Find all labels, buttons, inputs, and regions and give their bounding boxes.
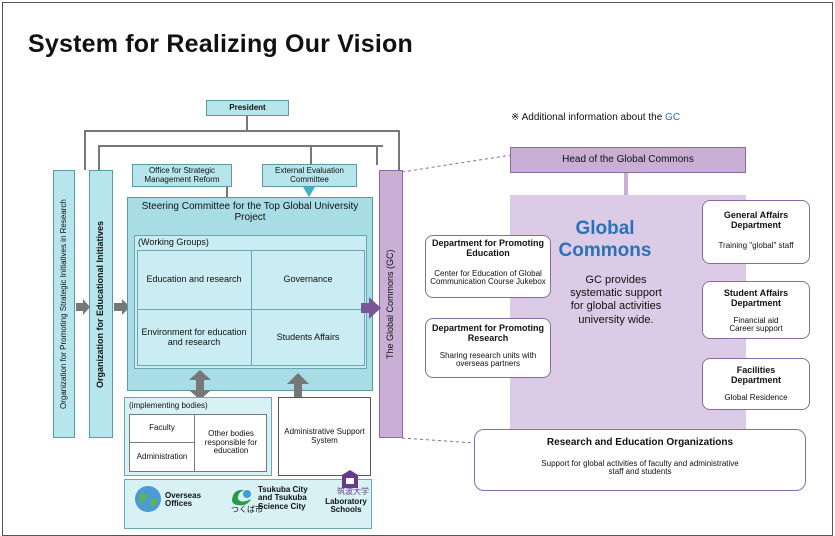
connector-line [98,145,100,170]
global-commons-vertical-label: The Global Commons (GC) [385,249,396,359]
connector-line [84,130,399,132]
grid-divider [251,250,252,366]
arrow-right-icon [361,297,381,319]
admin-support-system: Administrative Support System [278,397,371,476]
connector-line [310,145,312,165]
facilities-dept [702,358,810,410]
dept-research-desc: Sharing research units with overseas par… [439,350,537,368]
office-strategic-management: Office for Strategic Management Reform [132,164,232,187]
general-affairs-dept [702,200,810,264]
facilities-desc: Global Residence [724,392,788,402]
arrow-right-icon [76,299,90,315]
external-evaluation-committee: External Evaluation Committee [262,164,357,187]
research-orgs-title: Research and Education Organizations [546,437,734,449]
wg-cell-environment: Environment for education and research [141,326,247,347]
wg-cell-education-research: Education and research [146,274,242,285]
org-educational-initiatives: Organization for Educational Initiatives [89,170,113,438]
general-affairs-title: General Affairs Department [723,210,789,230]
administration-cell: Administration [136,451,188,461]
overseas-offices-label: Overseas Offices [165,491,202,509]
university-crest-icon [342,470,358,488]
dept-promoting-research [425,318,551,378]
connector-vertical [624,173,628,195]
working-groups-box [134,235,367,369]
dept-education-desc: Center for Education of Global Communica… [430,268,546,286]
table-divider [194,414,195,472]
grid-divider [137,309,365,310]
president-box: President [206,100,289,116]
gc-note: ※ Additional information about the GC [511,112,680,123]
gc-title-line1: Global [575,218,635,239]
faculty-cell: Faculty [149,423,175,433]
research-orgs-desc: Support for global activities of faculty… [541,458,739,476]
globe-icon [135,486,161,512]
connector-line [398,130,400,170]
student-affairs-title: Student Affairs Department [723,288,789,308]
affiliates-box [124,479,372,529]
double-arrow-icon [189,370,211,400]
gc-note-prefix: ※ Additional information about the [511,112,666,123]
implementing-bodies-label: (implementing bodies) [129,401,208,410]
facilities-title: Facilities Department [730,365,781,385]
connector-line [246,114,248,132]
general-affairs-desc: Training "global" staff [718,240,794,250]
student-affairs-dept [702,281,810,339]
head-global-commons: Head of the Global Commons [510,147,746,173]
working-groups-label: (Working Groups) [138,237,209,247]
connector-line [98,145,383,147]
laboratory-schools-label: Laboratory Schools [325,497,367,515]
university-logo-text: 筑波大学 [337,487,369,496]
connector-line [226,186,228,198]
table-divider [129,442,195,443]
org-strategic-label: Organization for Promoting Strategic Ini… [58,199,68,409]
dept-promoting-education [425,235,551,298]
wg-cell-governance: Governance [283,274,333,285]
tsukuba-city-logo-text: つくば市 [231,505,263,514]
other-bodies-cell: Other bodies responsible for education [204,429,258,456]
tsukuba-city-label: Tsukuba City and Tsukuba Science City [258,485,308,511]
arrow-down-icon [303,187,315,197]
dept-education-title: Department for Promoting Education [431,238,544,258]
gc-description: GC provides systematic support for globa… [570,274,662,326]
tsukuba-city-logo-icon [232,489,251,506]
arrow-right-icon [114,299,130,315]
steering-committee-title: Steering Committee for the Top Global Un… [141,200,359,223]
org-educational-label: Organization for Educational Initiatives [95,220,106,388]
connector-line [376,145,378,165]
gc-note-highlight: GC [665,112,681,123]
gc-title-line2: Commons [558,240,652,261]
arrow-up-icon [287,373,309,397]
projection-lines [401,153,519,447]
org-strategic-research: Organization for Promoting Strategic Ini… [53,170,75,438]
connector-line [84,130,86,170]
wg-cell-students-affairs: Students Affairs [276,331,340,342]
student-affairs-desc: Financial aid Career support [729,315,783,333]
research-education-orgs [474,429,806,491]
implementing-table [129,414,267,472]
page-title: System for Realizing Our Vision [28,30,413,58]
dept-research-title: Department for Promoting Research [431,323,544,343]
